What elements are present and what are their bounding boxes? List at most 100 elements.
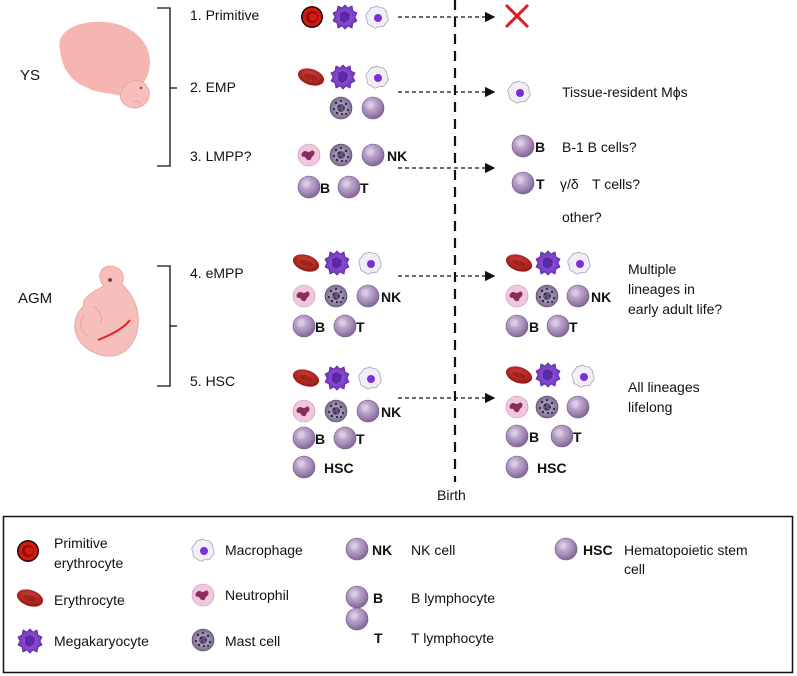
macrophage-cell [358, 366, 382, 390]
b-outcome-cell [505, 314, 529, 338]
t-cell [333, 426, 357, 450]
hsc-tag: HSC [537, 460, 567, 476]
t-cell [337, 175, 361, 199]
empp-outcome-line2: lineages in [628, 281, 695, 297]
nk-tag: NK [381, 404, 401, 420]
t-cell [333, 314, 357, 338]
megakaryocyte-outcome-cell [535, 362, 561, 388]
nk-tag: NK [387, 148, 407, 164]
macrophage-outcome-cell [571, 364, 595, 388]
yolk-sac-embryo-illustration [59, 21, 150, 109]
hsc-cell [292, 455, 316, 479]
legend-b-tag: B [373, 590, 383, 606]
legend-b-icon [345, 585, 369, 609]
legend-neutrophil-icon [191, 583, 215, 607]
cross-icon [504, 3, 530, 29]
legend-nk-tag: NK [372, 542, 392, 558]
legend-neutrophil: Neutrophil [225, 587, 289, 603]
macrophage-cell [365, 5, 389, 29]
lmpp-outcome-t-symbol: γ/δ [560, 176, 579, 192]
gamma-delta-t-cell [511, 171, 535, 195]
nk-cell [356, 284, 380, 308]
megakaryocyte-cell [330, 64, 356, 90]
t-outcome-cell [550, 424, 574, 448]
legend-megakaryocyte: Megakaryocyte [54, 633, 149, 649]
neutrophil-outcome-cell [505, 395, 529, 419]
nk-tag: NK [591, 289, 611, 305]
neutrophil-outcome-cell [505, 284, 529, 308]
nk-cell [361, 143, 385, 167]
wave-label-lmpp: 3. LMPP? [190, 148, 252, 164]
legend-hsc-line2: cell [624, 561, 645, 577]
b-outcome-cell [505, 424, 529, 448]
wave-label-empp: 4. eMPP [190, 265, 244, 281]
macrophage-cell [365, 65, 389, 89]
legend-primitive-erythrocyte-line1: Primitive [54, 535, 108, 551]
lmpp-outcome-t: T cells? [592, 176, 640, 192]
legend-primitive-erythrocyte-icon [17, 540, 39, 562]
legend-b-lymphocyte: B lymphocyte [411, 590, 495, 606]
legend-hsc-tag: HSC [583, 542, 613, 558]
legend-box [2, 515, 794, 674]
mast-cell [329, 143, 353, 167]
empp-outcome-line3: early adult life? [628, 301, 722, 317]
mast-cell [329, 96, 353, 120]
macrophage-outcome-cell [567, 251, 591, 275]
t-tag: T [360, 180, 369, 196]
mast-outcome-cell [535, 284, 559, 308]
nk-cell [356, 399, 380, 423]
ys-label: YS [20, 67, 40, 84]
b-tag: B [320, 180, 330, 196]
legend-t-icon [345, 607, 369, 631]
legend-hsc-line1: Hematopoietic stem [624, 542, 748, 558]
t-tag: T [573, 429, 582, 445]
b-tag: B [529, 319, 539, 335]
erythrocyte-outcome-cell [503, 251, 535, 275]
lmpp-outcome-b: B-1 B cells? [562, 139, 637, 155]
ys-bracket [157, 7, 177, 167]
mast-outcome-cell [535, 395, 559, 419]
b-cell [292, 314, 316, 338]
lymphocyte-outcome-cell [566, 395, 590, 419]
agm-bracket [157, 265, 177, 387]
hsc-outcome-cell [505, 455, 529, 479]
b1-cell [511, 134, 535, 158]
agm-label: AGM [18, 290, 52, 307]
macrophage-outcome-cell [507, 80, 531, 104]
lmpp-outcome-other: other? [562, 209, 602, 225]
wave-label-hsc: 5. HSC [190, 373, 235, 389]
empp-outcome-line1: Multiple [628, 261, 676, 277]
primitive-erythrocyte-cell [301, 6, 323, 28]
nk-tag: NK [381, 289, 401, 305]
megakaryocyte-outcome-cell [535, 250, 561, 276]
erythrocyte-cell [290, 251, 322, 275]
b-cell [297, 175, 321, 199]
hsc-outcome-line2: lifelong [628, 399, 672, 415]
agm-embryo-illustration [74, 265, 139, 357]
legend-hsc-icon [554, 537, 578, 561]
hsc-outcome-line1: All lineages [628, 379, 700, 395]
legend-primitive-erythrocyte-line2: erythrocyte [54, 555, 123, 571]
hsc-tag: HSC [324, 460, 354, 476]
t-outcome-cell [546, 314, 570, 338]
t-tag: T [569, 319, 578, 335]
b-tag: B [529, 429, 539, 445]
emp-outcome: Tissue-resident Mϕs [562, 84, 688, 100]
t-tag: T [356, 319, 365, 335]
b-tag: B [315, 431, 325, 447]
legend-mast-cell: Mast cell [225, 633, 280, 649]
legend-t-lymphocyte: T lymphocyte [411, 630, 494, 646]
wave-label-emp: 2. EMP [190, 79, 236, 95]
legend-nk-cell: NK cell [411, 542, 455, 558]
neutrophil-cell [292, 399, 316, 423]
t-tag: T [356, 431, 365, 447]
erythrocyte-cell [295, 65, 327, 89]
neutrophil-cell [292, 284, 316, 308]
mast-cell [324, 399, 348, 423]
erythrocyte-cell [290, 366, 322, 390]
b-tag: B [535, 139, 545, 155]
legend-t-tag: T [374, 630, 383, 646]
megakaryocyte-cell [324, 250, 350, 276]
erythrocyte-outcome-cell [503, 363, 535, 387]
b-tag: B [315, 319, 325, 335]
